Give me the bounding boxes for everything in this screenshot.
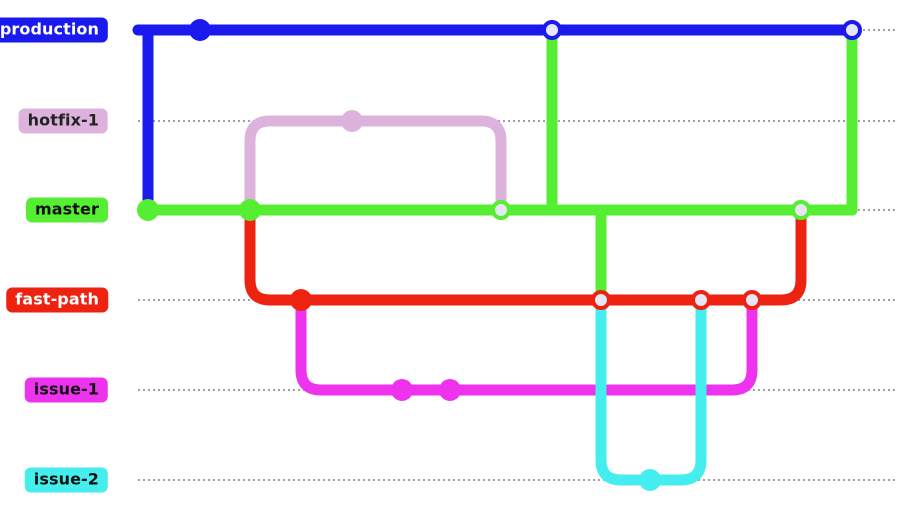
- node-fastpath-merge-1[interactable]: [591, 290, 611, 310]
- edge-fastpath-branch-out: [244, 204, 807, 306]
- node-issue1-commit-1[interactable]: [391, 379, 413, 401]
- edge-hotfix-branch-out: [244, 115, 507, 216]
- node-master-merge-1[interactable]: [491, 200, 511, 220]
- commit-nodes: [137, 19, 862, 491]
- node-issue1-commit-2[interactable]: [439, 379, 461, 401]
- node-issue2-commit-1[interactable]: [639, 469, 661, 491]
- branch-label-fast-path[interactable]: fast-path: [6, 287, 108, 313]
- branch-label-master[interactable]: master: [26, 197, 108, 223]
- node-production-merge-2[interactable]: [842, 20, 862, 40]
- branch-label-issue-1[interactable]: issue-1: [24, 377, 108, 403]
- branch-label-hotfix-1[interactable]: hotfix-1: [18, 108, 108, 134]
- edge-issue1-branch-out: [295, 294, 758, 396]
- node-master-commit-1[interactable]: [137, 199, 159, 221]
- node-master-commit-2[interactable]: [239, 199, 261, 221]
- node-fastpath-commit-1[interactable]: [290, 289, 312, 311]
- node-fastpath-merge-2[interactable]: [691, 290, 711, 310]
- node-production-merge-1[interactable]: [542, 20, 562, 40]
- node-hotfix-commit-1[interactable]: [341, 110, 363, 132]
- node-fastpath-merge-3[interactable]: [742, 290, 762, 310]
- node-master-merge-2[interactable]: [791, 200, 811, 220]
- branch-edges: [132, 24, 858, 486]
- branch-label-issue-2[interactable]: issue-2: [24, 467, 108, 493]
- node-production-commit-1[interactable]: [189, 19, 211, 41]
- branch-label-production[interactable]: production: [0, 17, 108, 43]
